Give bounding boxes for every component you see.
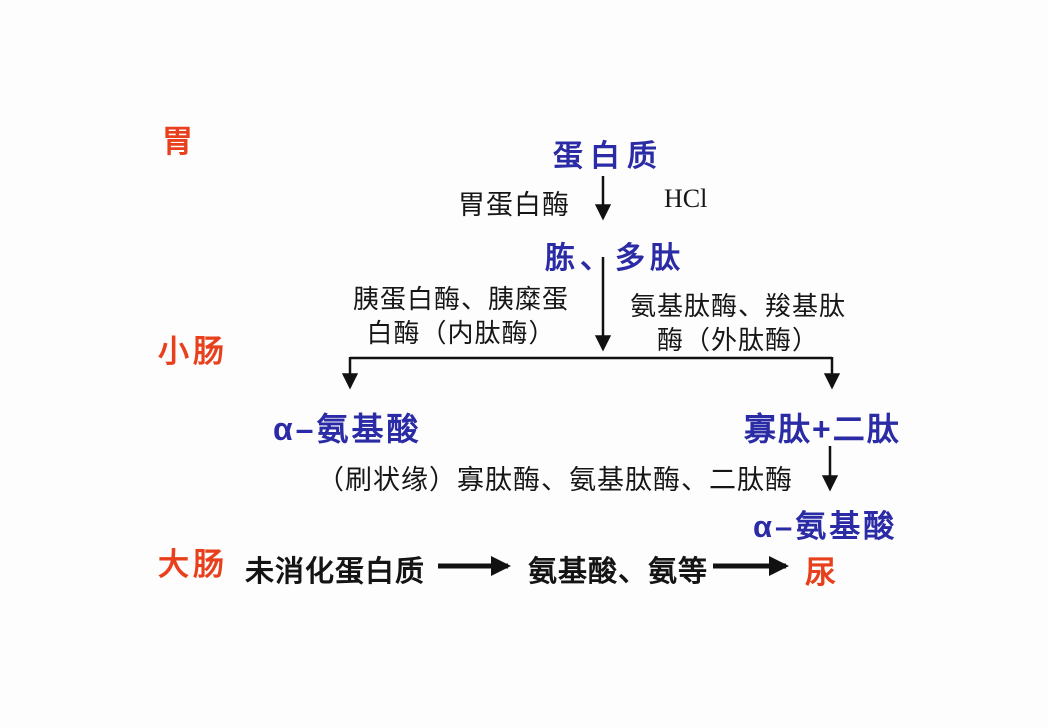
- node-alpha-amino-acid-right: α–氨基酸: [753, 509, 898, 544]
- enzyme-peptidase-line1: 氨基肽酶、羧基肽: [629, 291, 846, 321]
- enzyme-pancreatic-proteases: 胰蛋白酶、胰糜蛋白酶（内肽酶）: [330, 282, 592, 350]
- enzyme-pepsin: 胃蛋白酶: [458, 190, 570, 220]
- node-alpha-amino-acid-left: α–氨基酸: [273, 411, 422, 447]
- node-oligo-di-peptides: 寡肽+二肽: [744, 411, 901, 447]
- enzyme-amino-carboxy-peptidases: 氨基肽酶、羧基肽酶（外肽酶）: [612, 289, 864, 357]
- enzyme-pancreatic-line2: 白酶（内肽酶）: [366, 318, 556, 348]
- node-amino-acids-ammonia: 氨基酸、氨等: [528, 556, 709, 588]
- stage-label-large-intestine: 大肠: [158, 547, 228, 582]
- enzyme-hcl: HCl: [664, 184, 708, 213]
- enzyme-brush-border: （刷状缘）寡肽酶、氨基肽酶、二肽酶: [317, 465, 793, 495]
- enzyme-peptidase-line2: 酶（外肽酶）: [656, 325, 819, 355]
- node-peptones-polypeptides: 胨、多肽: [545, 242, 685, 275]
- stage-label-small-intestine: 小肠: [158, 334, 228, 369]
- node-protein: 蛋白质: [553, 140, 664, 173]
- enzyme-pancreatic-line1: 胰蛋白酶、胰糜蛋: [352, 284, 569, 314]
- stage-label-stomach: 胃: [162, 124, 197, 159]
- node-undigested-protein: 未消化蛋白质: [245, 556, 426, 588]
- node-urine: 尿: [805, 555, 840, 590]
